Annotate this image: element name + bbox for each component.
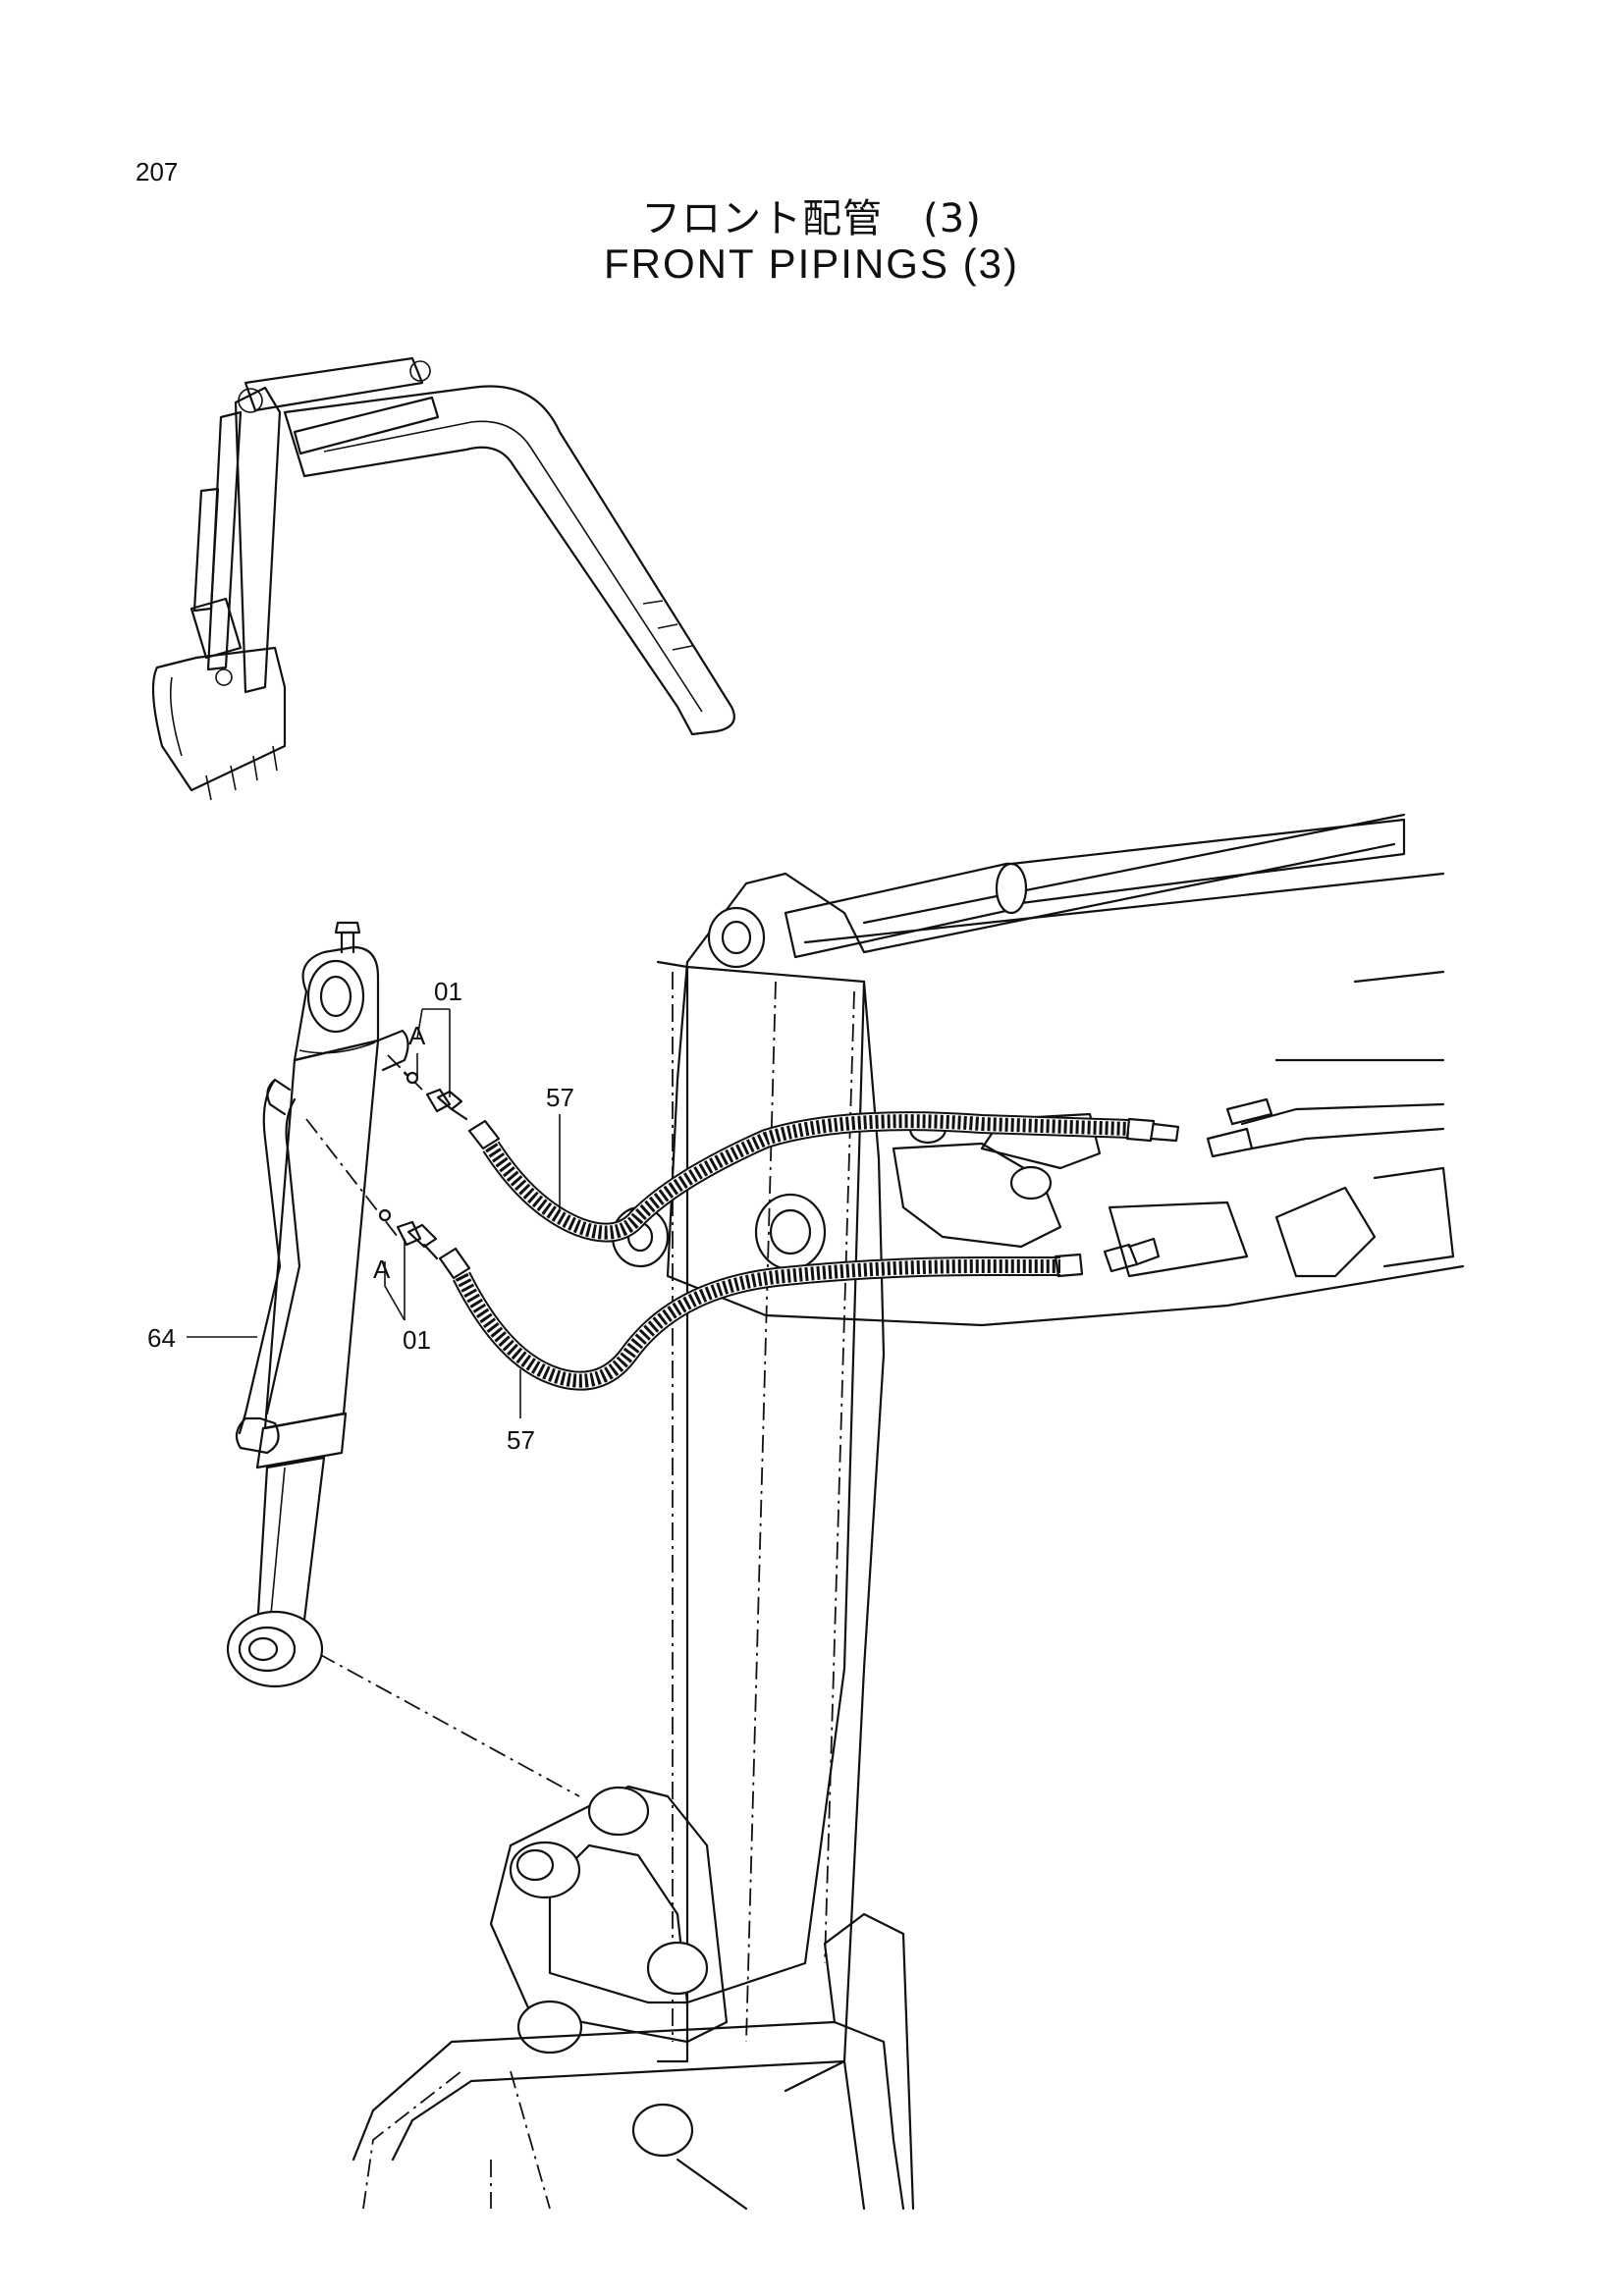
callout-view-a-upper: A — [408, 1021, 426, 1050]
callout-64: 64 — [147, 1323, 176, 1353]
callout-01-lower: 01 — [403, 1325, 431, 1355]
callout-leaders — [187, 1008, 561, 1418]
overview-front-attachment — [151, 356, 735, 801]
callout-view-a-lower: A — [373, 1255, 391, 1284]
boom-foot-column — [352, 960, 915, 2211]
centre-line-cylinder-foot — [318, 1653, 580, 1797]
cylinder-64 — [226, 921, 409, 1688]
centre-line-lower-port — [305, 1118, 399, 1238]
fitting-01-upper — [403, 1071, 468, 1121]
boom-structure — [611, 813, 1465, 1327]
page-title-japanese: フロント配管 (3) — [641, 196, 982, 241]
page-title-english: FRONT PIPINGS (3) — [604, 240, 1019, 287]
callout-57-upper: 57 — [546, 1083, 574, 1112]
callout-57-lower: 57 — [507, 1425, 535, 1455]
hose-57-lower — [438, 1237, 1161, 1391]
hose-57-upper — [467, 1111, 1180, 1243]
callout-01-upper: 01 — [434, 977, 462, 1006]
fitting-01-lower — [378, 1208, 439, 1260]
page-number: 207 — [135, 157, 179, 187]
